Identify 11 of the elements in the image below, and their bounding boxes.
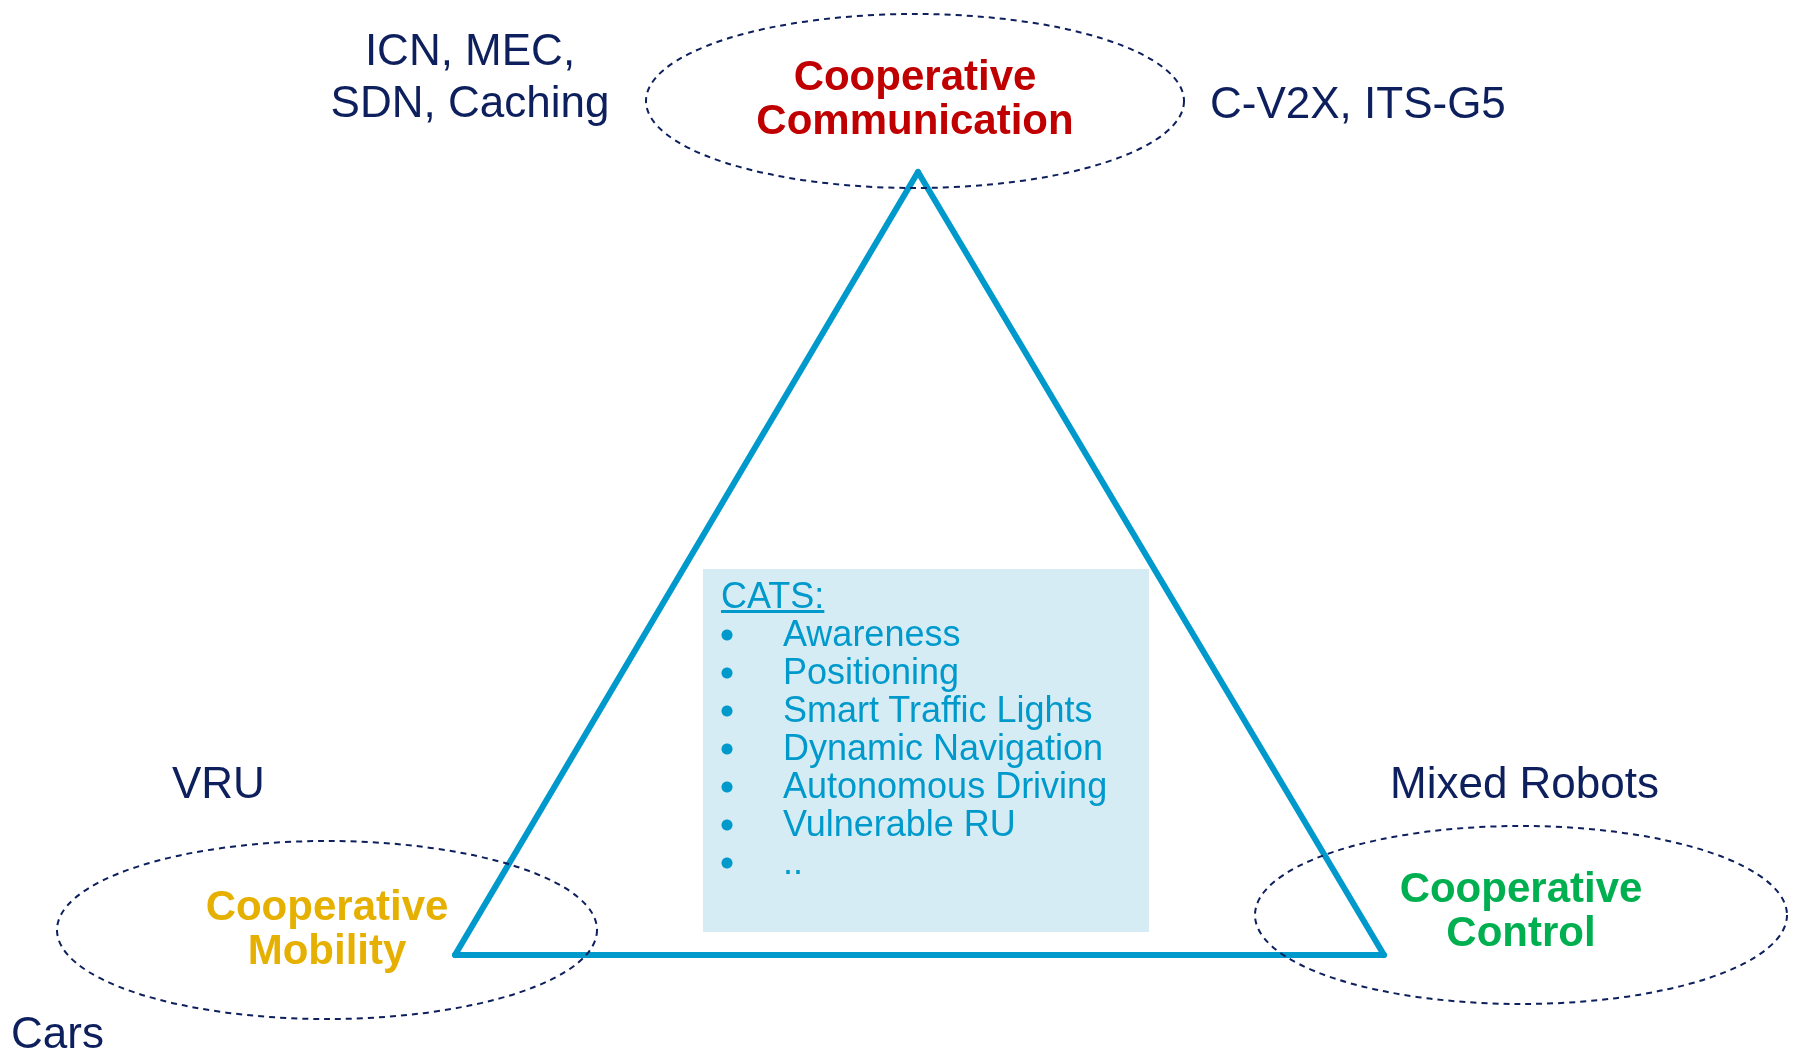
list-panel <box>703 569 1149 932</box>
list-heading: CATS: <box>721 577 825 615</box>
technology-label: Cars <box>11 1007 105 1053</box>
technology-label: ICN, MEC, SDN, Caching <box>329 24 611 128</box>
node-title: Cooperative Mobility <box>204 884 450 972</box>
node-title: Cooperative Control <box>1398 866 1644 954</box>
technology-label: C-V2X, ITS-G5 <box>1210 77 1507 129</box>
technology-label: VRU <box>172 757 266 809</box>
technology-label: Mixed Robots <box>1390 757 1660 809</box>
triangle-side <box>915 169 1387 958</box>
node-title: Cooperative Communication <box>755 54 1075 142</box>
